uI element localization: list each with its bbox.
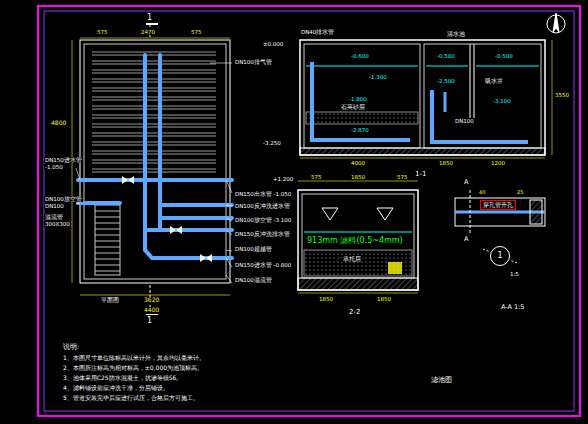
drawing-label: 1-1 [414, 170, 427, 178]
inner-border [44, 11, 574, 411]
drawing-label: 吸水井 [484, 78, 504, 84]
drawing-label: 4400 [143, 307, 160, 314]
detail-a-a [455, 190, 545, 263]
section-2-2 [298, 190, 418, 290]
callout-box: 穿孔管开孔 [480, 200, 516, 209]
drawing-label: 清水池 [446, 31, 466, 37]
drawing-label: 3550 [554, 92, 570, 98]
drawing-label: +1.200 [272, 176, 294, 182]
drawing-label: -2.870 [350, 127, 370, 133]
drawing-label: 1850 [318, 296, 334, 302]
drawing-label: -3.100 [492, 98, 512, 104]
drawing-label: 平面图 [100, 297, 120, 304]
drawing-label: -0.500 [494, 53, 514, 59]
drawing-label: 575 [396, 174, 409, 180]
drawing-label: DN150反冲洗排水管 [234, 231, 291, 237]
drawing-label: DN100超越管 [234, 246, 273, 252]
drawing-label: 3620 [143, 297, 160, 304]
drawing-label: 石英砂层 [340, 104, 366, 110]
drawing-label: 滤池图 [430, 376, 453, 384]
section-1-1 [300, 40, 545, 155]
drawing-label: DN100放空管 [44, 196, 83, 202]
drawing-label: ±0.000 [262, 41, 284, 47]
drawing-label: DN100 [454, 118, 475, 124]
drawing-label: -0.600 [350, 53, 370, 59]
drawing-label: 1850 [376, 296, 392, 302]
drawing-label: 3、池体采用C25防水混凝土，抗渗等级S6。 [62, 375, 183, 382]
drawing-label: 4、滤料铺设前应冲洗干净，分层铺设。 [62, 385, 170, 392]
drawing-label: 4800 [50, 120, 67, 127]
drawing-label: 913mm 滤料(0.5~4mm) [306, 236, 404, 245]
sheet-border [38, 6, 580, 416]
leaders [76, 63, 232, 283]
drawing-label: 575 [310, 174, 323, 180]
drawing-label: A [463, 179, 469, 186]
drawing-label: 1:5 [509, 271, 520, 277]
drawing-label: 1850 [350, 174, 366, 180]
pipes [78, 55, 232, 258]
valves [122, 176, 212, 262]
drawing-label: 575 [96, 29, 109, 35]
drawing-label: -1.300 [368, 74, 388, 80]
plan-view [80, 24, 230, 314]
drawing-label: -3.250 [262, 140, 282, 146]
drawing-label: 溢流管 [44, 214, 64, 220]
node-text: 穿孔管开孔 [483, 202, 513, 208]
drawing-label: 25 [516, 190, 524, 196]
drawing-label: 1、本图尺寸单位除标高以米计外，其余均以毫米计。 [62, 355, 206, 362]
drawing-label: 1 [146, 316, 153, 325]
drawing-label: 575 [190, 29, 203, 35]
drawing-label: DN150出水管 -1.050 [234, 191, 292, 197]
drawing-label: 300X300 [44, 221, 71, 227]
drawing-label: DN150进水管 -0.800 [234, 262, 292, 268]
drawing-label: 1200 [490, 160, 506, 166]
drawing-label: 4000 [350, 160, 366, 166]
drawing-label: -1.050 [44, 164, 64, 170]
drawing-label: 2、本图所注标高为相对标高，±0.000为池顶标高。 [62, 365, 204, 372]
drawing-label: 2470 [140, 29, 156, 35]
drawing-label: DN100反冲洗进水管 [234, 203, 291, 209]
drawing-label: 说明: [62, 344, 80, 351]
drawing-label: DN100溢流管 [234, 277, 273, 283]
drawing-label: 2-2 [348, 308, 361, 316]
drawing-label: 1 [146, 13, 153, 22]
drawing-label: -2.500 [436, 78, 456, 84]
drawing-label: DN100排气管 [234, 59, 273, 65]
drawing-label: DN150进水管 [44, 157, 83, 163]
drawing-label: -1.800 [348, 96, 368, 102]
dimension-lines [72, 38, 552, 295]
drawing-label: DN40排水管 [300, 29, 335, 35]
drawing-label: A [463, 236, 469, 243]
drawing-label: DN100放空管 -3.100 [234, 217, 292, 223]
detail-marker: 1 [490, 246, 511, 267]
drawing-label: 5、管道安装完毕后应进行试压，合格后方可施工。 [62, 395, 200, 402]
drawing-label: DN100 [44, 203, 65, 209]
drawing-label: -0.500 [436, 53, 456, 59]
drawing-label: 承托层 [342, 256, 362, 262]
drawing-label: A-A 1:5 [500, 304, 525, 311]
drawing-label: 40 [478, 190, 486, 196]
drawing-label: 1850 [438, 160, 454, 166]
north-arrow [547, 13, 565, 33]
node-text: 1 [497, 252, 502, 261]
